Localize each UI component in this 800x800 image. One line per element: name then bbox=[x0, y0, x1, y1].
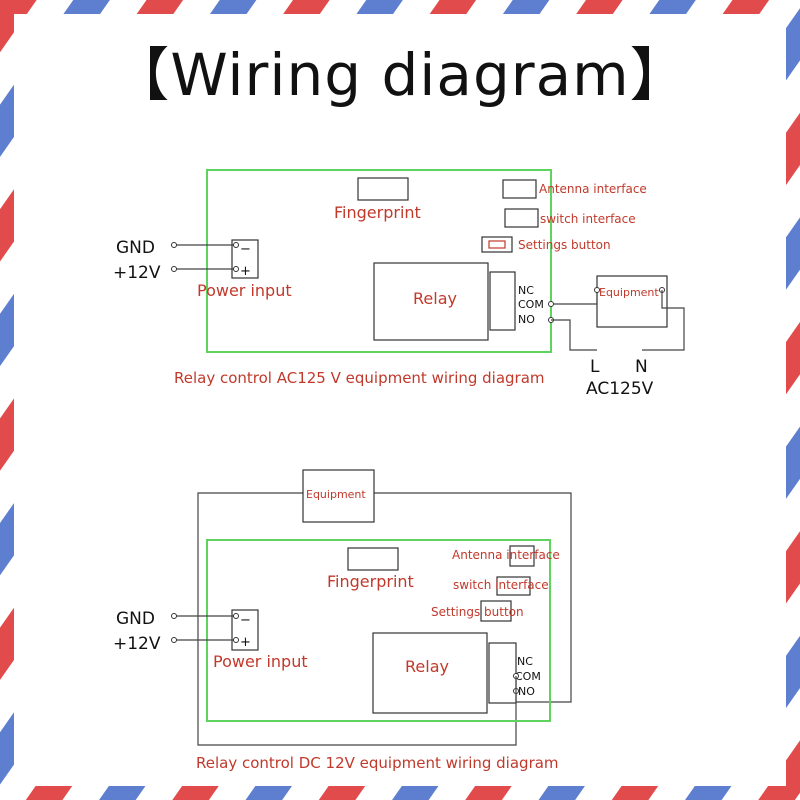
top-12v-terminal bbox=[171, 266, 177, 272]
top-settings-label: Settings button bbox=[518, 238, 611, 252]
top-switch-box bbox=[504, 208, 539, 228]
top-relay-label: Relay bbox=[413, 289, 457, 308]
bottom-gnd-terminal bbox=[171, 613, 177, 619]
bottom-plus-terminal bbox=[233, 637, 239, 643]
white-panel bbox=[14, 14, 786, 786]
top-plus-terminal bbox=[233, 266, 239, 272]
top-relay-box bbox=[373, 262, 489, 341]
top-minus-terminal bbox=[233, 242, 239, 248]
bottom-switch-box bbox=[496, 576, 531, 596]
top-gnd-terminal bbox=[171, 242, 177, 248]
bottom-com-label: COM bbox=[515, 670, 541, 683]
top-caption: Relay control AC125 V equipment wiring d… bbox=[174, 369, 545, 387]
top-minus-label: − bbox=[240, 242, 251, 257]
top-power-input-label: Power input bbox=[197, 281, 292, 300]
bottom-plus-label: + bbox=[240, 635, 251, 650]
top-nc-label: NC bbox=[518, 284, 534, 297]
bottom-antenna-label: Antenna interface bbox=[452, 548, 560, 562]
top-antenna-box bbox=[502, 179, 537, 199]
bottom-settings-box bbox=[480, 600, 512, 622]
bottom-equipment-to-no-wire bbox=[374, 492, 572, 703]
top-diagram: Fingerprint Antenna interface switch int… bbox=[113, 169, 685, 399]
top-equip-terminal-left bbox=[594, 287, 600, 293]
top-com-label: COM bbox=[518, 298, 544, 311]
bottom-no-label: NO bbox=[518, 685, 535, 698]
top-equip-to-n-wire bbox=[642, 290, 685, 351]
top-switch-label: switch interface bbox=[540, 212, 636, 226]
top-12v-label: +12V bbox=[113, 263, 161, 283]
bottom-gnd-label: GND bbox=[116, 609, 155, 629]
bottom-caption: Relay control DC 12V equipment wiring di… bbox=[196, 754, 559, 772]
top-no-label: NO bbox=[518, 313, 535, 326]
bottom-antenna-box bbox=[509, 545, 535, 567]
bottom-fingerprint-label: Fingerprint bbox=[327, 572, 414, 591]
bottom-switch-label: switch interface bbox=[453, 578, 549, 592]
top-fingerprint-box bbox=[357, 177, 409, 201]
bottom-board-outline bbox=[206, 539, 551, 722]
bottom-nc-label: NC bbox=[517, 655, 533, 668]
top-board-outline bbox=[206, 169, 552, 353]
bottom-relay-label: Relay bbox=[405, 657, 449, 676]
bottom-relay-box bbox=[372, 632, 488, 714]
top-equipment-box bbox=[596, 275, 668, 328]
top-com-terminal bbox=[548, 301, 554, 307]
top-relay-terminal bbox=[489, 271, 516, 331]
top-com-wire bbox=[551, 290, 598, 305]
top-equipment-label: Equipment bbox=[599, 286, 659, 299]
bottom-fingerprint-box bbox=[347, 547, 399, 571]
top-antenna-label: Antenna interface bbox=[539, 182, 647, 196]
top-gnd-label: GND bbox=[116, 238, 155, 258]
bottom-settings-label: Settings button bbox=[431, 605, 524, 619]
bottom-diagram: Equipment Fingerprint Antenna interface … bbox=[113, 469, 572, 772]
bottom-power-connector bbox=[231, 609, 259, 651]
top-ac-label: AC125V bbox=[586, 379, 654, 399]
bottom-relay-terminal bbox=[488, 642, 517, 704]
bottom-equipment-box bbox=[302, 469, 375, 523]
top-settings-button-inner bbox=[488, 240, 506, 249]
top-fingerprint-label: Fingerprint bbox=[334, 203, 421, 222]
bottom-minus-terminal bbox=[233, 613, 239, 619]
bottom-equipment-label: Equipment bbox=[306, 488, 366, 501]
top-power-connector bbox=[231, 239, 259, 279]
bottom-power-input-label: Power input bbox=[213, 652, 308, 671]
bottom-12v-terminal bbox=[171, 637, 177, 643]
top-no-to-l-wire bbox=[551, 319, 597, 351]
top-plus-label: + bbox=[240, 264, 251, 279]
top-n-label: N bbox=[635, 357, 648, 377]
top-l-label: L bbox=[590, 357, 600, 377]
bottom-minus-label: − bbox=[240, 613, 251, 628]
top-settings-button-outer bbox=[481, 236, 513, 253]
bottom-12v-label: +12V bbox=[113, 634, 161, 654]
page-title: 【Wiring diagram】 bbox=[111, 41, 689, 109]
bottom-equipment-loop-wire bbox=[197, 492, 517, 746]
